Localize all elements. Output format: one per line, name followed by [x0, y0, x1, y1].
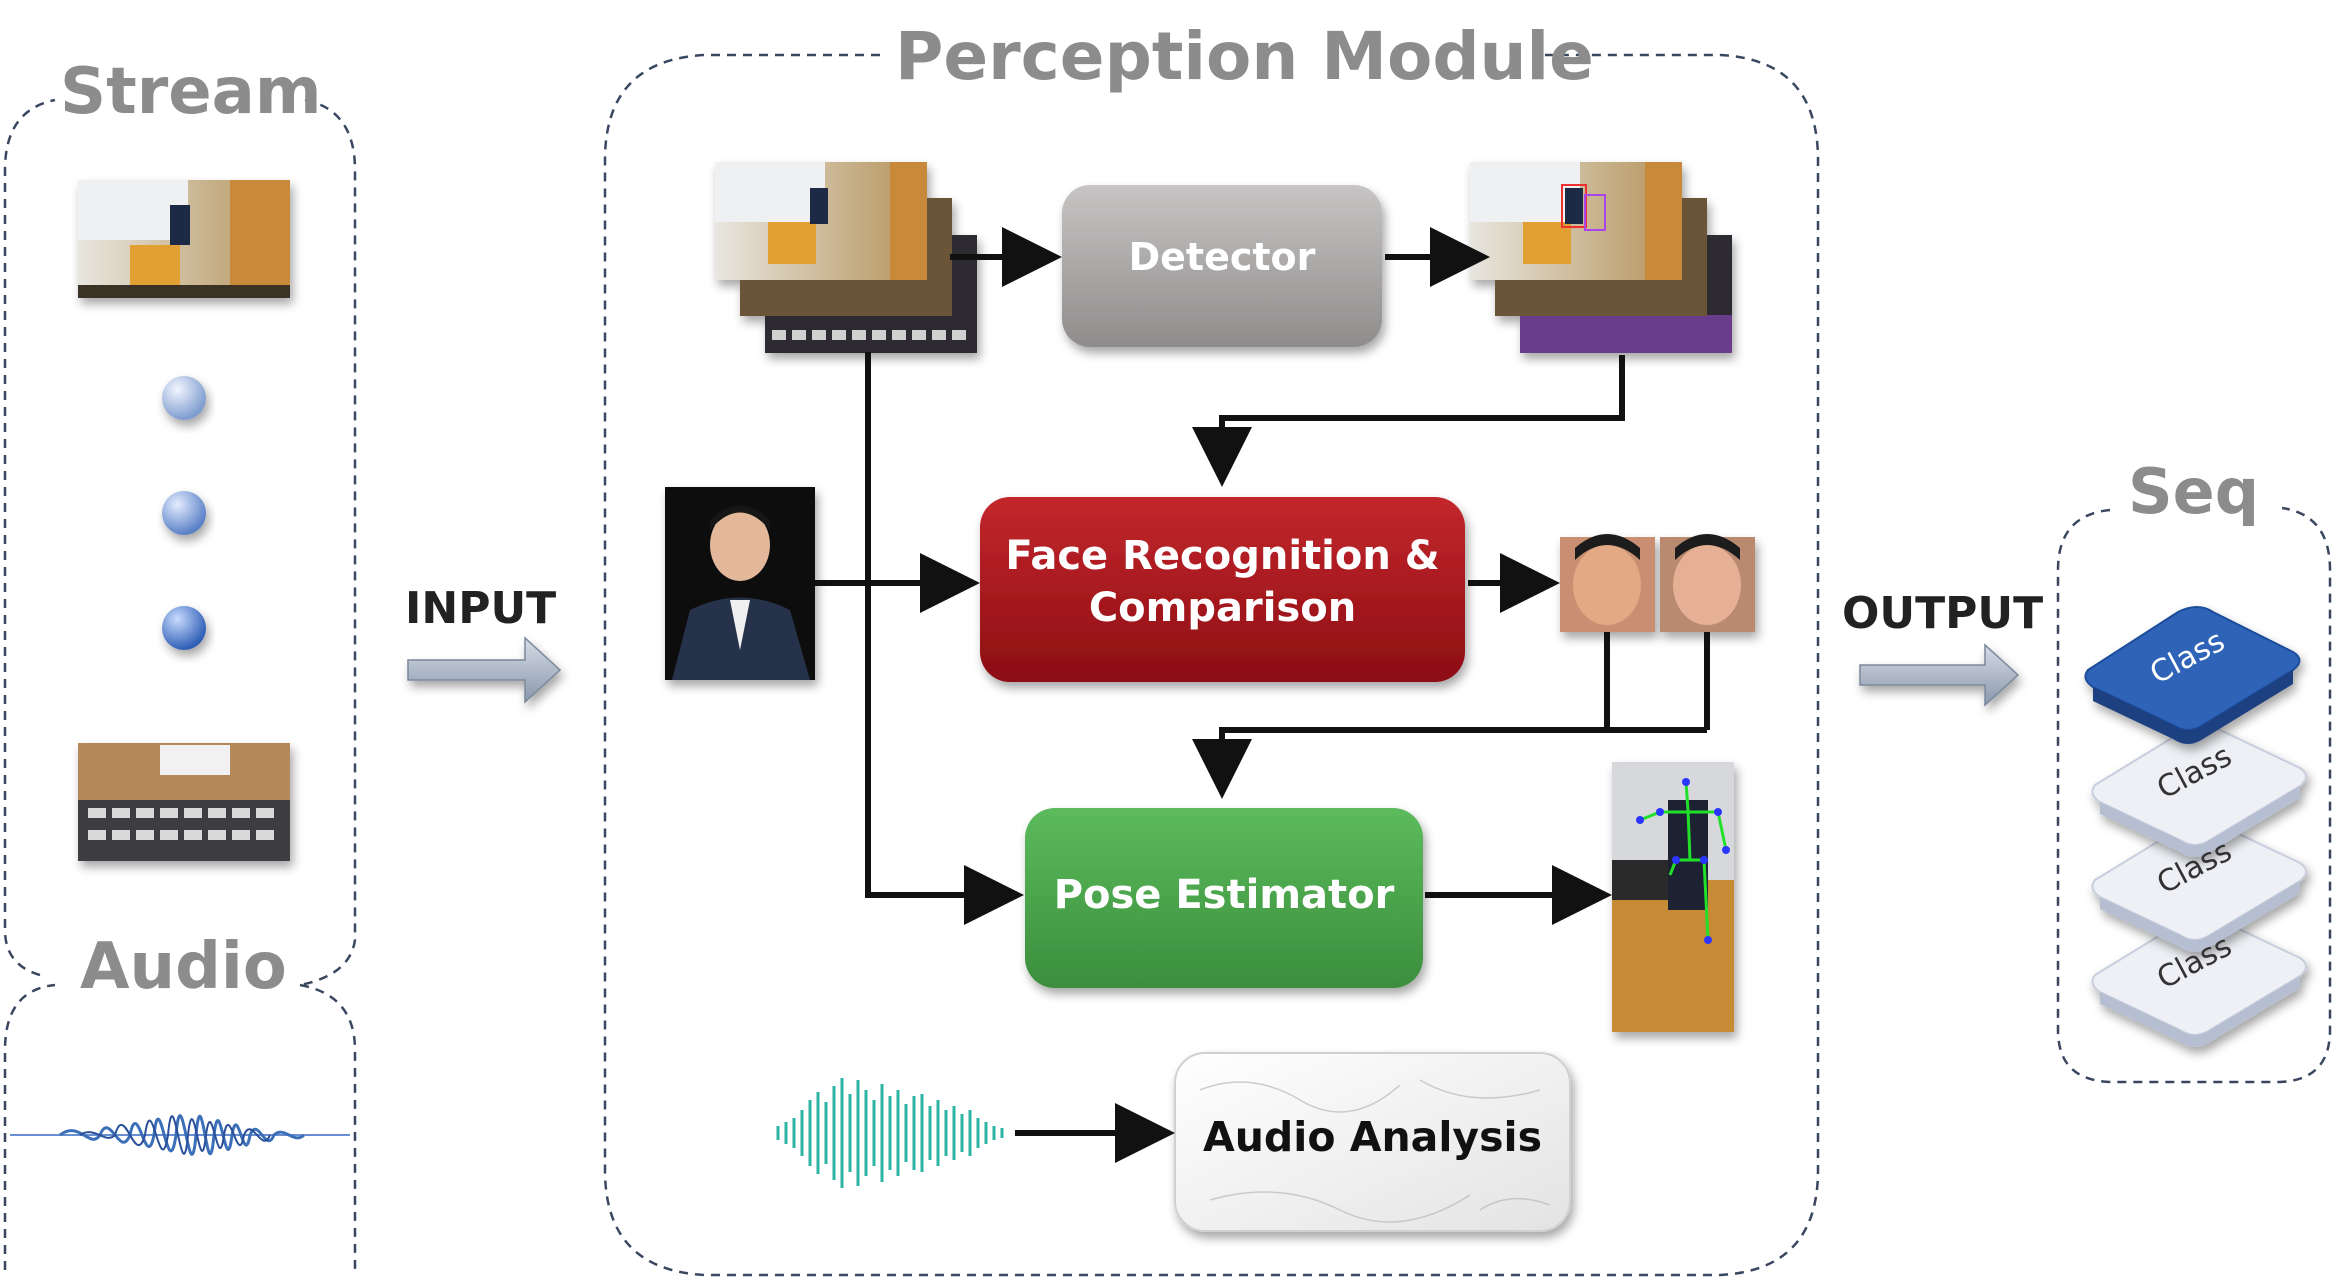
pose-estimator-box — [1025, 808, 1423, 988]
face-recognition-box — [980, 497, 1465, 682]
stream-dot-3 — [162, 606, 206, 650]
stream-frame-audience — [78, 743, 290, 861]
stream-title: Stream — [60, 55, 322, 129]
audio-title: Audio — [80, 930, 287, 1004]
stream-panel-border — [3, 98, 357, 987]
arrow-detections-to-face — [1192, 355, 1625, 487]
pose-estimator-label: Pose Estimator — [1053, 872, 1395, 918]
audio-box-marble-texture — [1199, 1079, 1551, 1223]
face-crops — [1560, 534, 1755, 632]
detected-frames-stack — [1470, 162, 1732, 353]
input-frames-stack — [715, 162, 977, 353]
audio-panel-border — [3, 983, 357, 1270]
detector-box — [1062, 185, 1382, 347]
output-label: OUTPUT — [1842, 588, 2044, 639]
output-arrow-icon — [1859, 643, 2020, 707]
perception-title: Perception Module — [895, 18, 1594, 95]
seq-class-tile-1 — [2084, 606, 2301, 744]
connectors — [815, 227, 1710, 1163]
audio-analysis-label: Audio Analysis — [1203, 1113, 1542, 1161]
input-label: INPUT — [405, 583, 557, 634]
seq-panel-border — [2056, 506, 2332, 1084]
seq-title: Seq — [2128, 455, 2260, 528]
face-recognition-label-line1: Face Recognition & — [1005, 533, 1440, 579]
audio-waveform — [10, 1114, 350, 1156]
seq-class-tile-2 — [2091, 724, 2307, 857]
stream-frame-lecture — [78, 180, 290, 298]
module-audio-waveform — [776, 1078, 1004, 1188]
perception-panel-border — [603, 53, 1820, 1277]
arrow-frames-to-pose — [865, 352, 1024, 925]
detector-label: Detector — [1128, 235, 1316, 279]
arrow-crops-to-pose — [1192, 632, 1610, 799]
stream-dot-2 — [162, 491, 206, 535]
pose-estimation-frame — [1612, 762, 1734, 1032]
stream-dot-1 — [162, 376, 206, 420]
input-arrow-icon — [407, 636, 562, 704]
reference-portrait — [665, 487, 815, 680]
face-recognition-label-line2: Comparison — [1088, 585, 1357, 631]
